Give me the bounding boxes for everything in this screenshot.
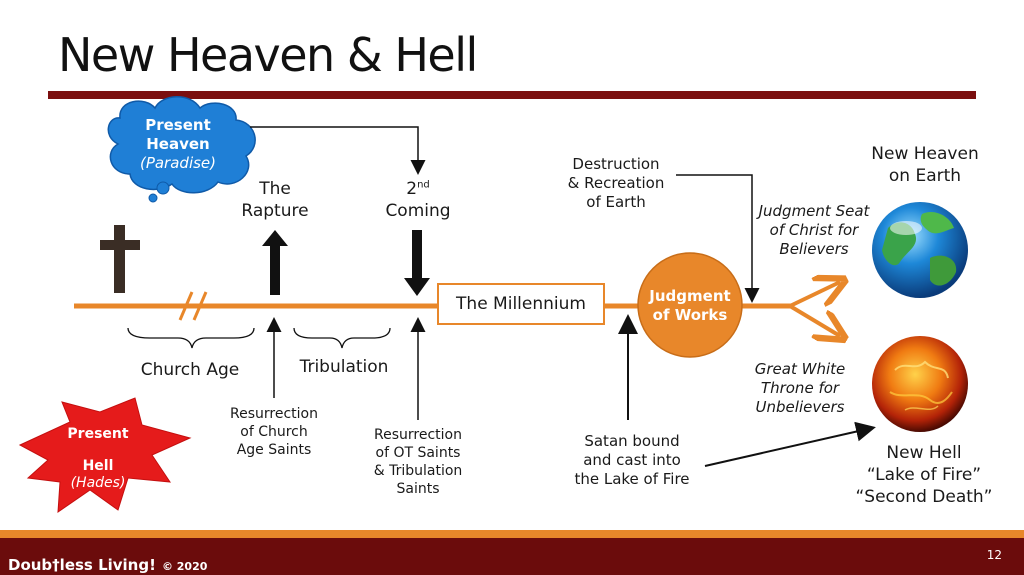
title-divider [48, 91, 976, 99]
earth-globe-icon [872, 202, 968, 298]
copyright: © 2020 [161, 560, 208, 573]
present-hell-label: Present Hell (Hades) [67, 426, 129, 491]
judgment-of-works-label: Judgment of Works [649, 287, 731, 325]
page-number: 12 [986, 548, 1002, 562]
satan-to-hell-arrow [704, 421, 876, 467]
church-age-brace [127, 327, 255, 349]
second-coming-down-arrow [404, 230, 430, 296]
timeline-break-icon [178, 291, 208, 321]
destruction-connector [676, 174, 760, 303]
heaven-to-coming-connector [250, 126, 426, 175]
judgment-seat-label: Judgment Seat of Christ for Believers [758, 202, 870, 259]
footer-bar [0, 538, 1024, 575]
rapture-label: The Rapture [241, 179, 309, 221]
fork-down-arrow [788, 304, 840, 336]
new-hell-label: New Hell “Lake of Fire” “Second Death” [855, 443, 993, 507]
new-heaven-label: New Heaven on Earth [871, 144, 979, 186]
judgment-of-works-circle [637, 252, 743, 358]
cross-icon [100, 225, 140, 293]
great-white-throne-label: Great White Throne for Unbelievers [754, 360, 846, 417]
second-coming-label: 2nd Coming [385, 179, 451, 221]
fork-up-arrow [789, 282, 840, 308]
tribulation-label: Tribulation [299, 357, 389, 377]
church-age-label: Church Age [140, 360, 240, 380]
footer-accent-bar [0, 530, 1024, 538]
resurrection-ot-label: Resurrection of OT Saints & Tribulation … [373, 427, 463, 497]
footer-brand: Doub†less Living! © 2020 [8, 556, 207, 574]
millennium-box: The Millennium [437, 283, 605, 325]
brand-name: Doub†less Living! [8, 556, 156, 574]
present-hell-burst [18, 397, 192, 513]
lake-of-fire-icon [872, 336, 968, 432]
tribulation-brace [293, 327, 391, 349]
present-heaven-label: Present Heaven (Paradise) [139, 116, 217, 173]
rapture-up-arrow [262, 230, 288, 295]
slide-title: New Heaven & Hell [58, 28, 478, 82]
present-heaven-cloud [107, 96, 256, 203]
resurrection-church-label: Resurrection of Church Age Saints [230, 406, 318, 458]
satan-bound-label: Satan bound and cast into the Lake of Fi… [574, 432, 690, 489]
destruction-label: Destruction & Recreation of Earth [567, 155, 665, 212]
